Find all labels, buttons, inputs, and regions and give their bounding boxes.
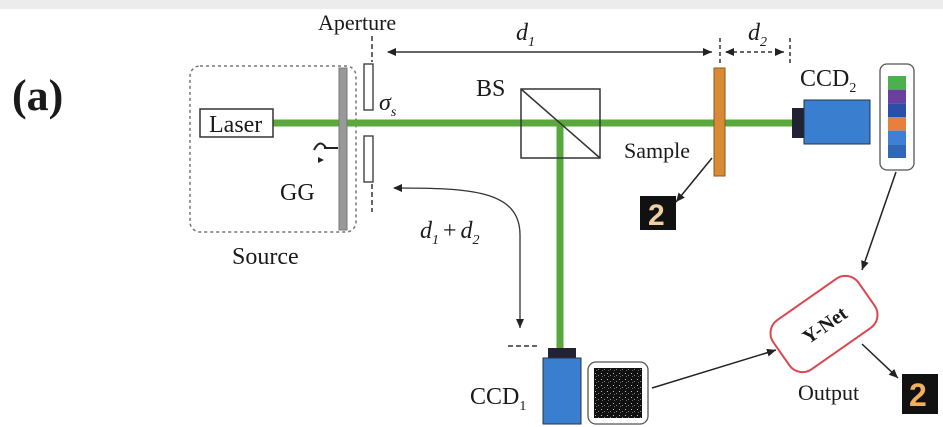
sample-digit-image [640,196,676,230]
ccd1-label: CCD1 [470,384,526,414]
strip-cell [888,89,906,104]
speckle-to-ynet-arrow [651,348,777,389]
speckle-image [594,368,642,418]
ground-glass [338,67,348,231]
strip-cell [888,117,906,131]
ccd1-lens [548,348,576,358]
rotation-arrow-icon [318,157,324,163]
ccd2-text: CCD [800,66,849,92]
aperture-upper-blade [363,63,374,111]
strip-cell [888,144,906,158]
d1-plus-d2-label: d1+d2 [420,218,480,248]
ccd2-lens [792,108,804,138]
ccd2-subscript: 2 [849,81,856,96]
ynet-box-border [769,274,879,374]
ccd1-text: CCD [470,384,519,410]
source-box [189,65,357,233]
ccd2-label: CCD2 [800,66,856,96]
top-border-bar [0,0,943,9]
sample-plate [713,67,726,177]
strip-cell [888,103,906,117]
source-label: Source [232,244,299,270]
output-digit: 2 [909,377,927,413]
dsum-d2-subscript: 2 [473,233,480,248]
sample-label: Sample [624,138,690,163]
bucket-signal-cells [888,76,906,158]
d2-subscript: 2 [760,35,767,50]
ccd2-body [803,99,871,145]
bs-label: BS [476,76,505,102]
gg-label: GG [280,180,315,206]
d1-symbol: d [516,20,529,46]
aperture-label: Aperture [318,10,396,35]
d1-plus-d2-arrow [393,184,524,328]
d1-label: d1 [516,20,535,50]
aperture-lower-blade [363,135,374,183]
rotation-icon [313,142,327,151]
ccd1-subscript: 1 [519,399,526,414]
sigma-label: σs [379,90,397,120]
sigma-symbol: σ [379,90,392,116]
d2-symbol: d [748,20,761,46]
sigma-subscript: s [391,105,397,120]
ynet-to-output-arrow [861,343,899,379]
dsum-d2-symbol: d [461,218,474,244]
beam-splitter [520,88,601,159]
strip-cell [888,76,906,90]
output-label: Output [798,380,859,405]
laser-box [199,108,274,138]
d2-label: d2 [748,20,767,50]
strip-to-ynet-arrow [861,171,897,271]
sample-pointer-arrow [675,157,713,203]
ccd1-body [542,357,582,425]
dsum-d1-symbol: d [420,218,433,244]
dsum-plus: + [443,218,457,244]
strip-cell [888,130,906,145]
d1-subscript: 1 [528,35,535,50]
output-digit-image [902,374,938,414]
ynet-box: Y-Net [769,274,879,374]
dsum-d1-subscript: 1 [432,233,439,248]
laser-label: Laser [209,112,262,138]
beam-splitter-diagonal [520,88,601,159]
panel-label: (a) [12,71,63,120]
sample-digit: 2 [648,199,665,232]
